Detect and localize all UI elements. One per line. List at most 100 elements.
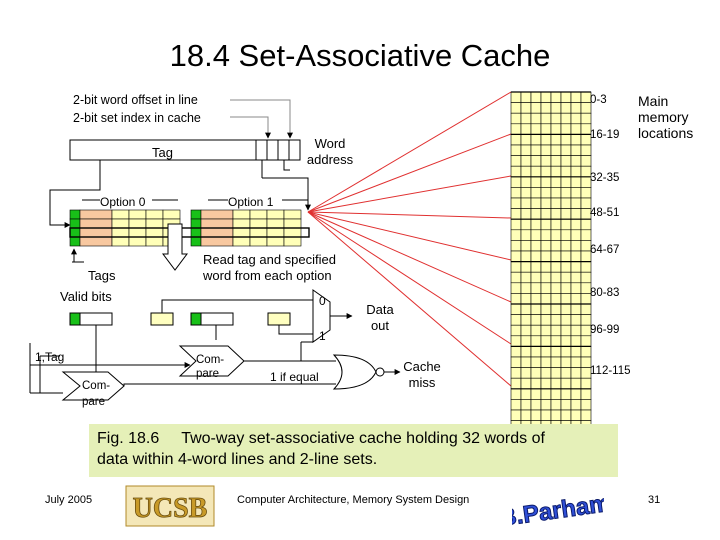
memory-cell [520, 409, 532, 421]
word-offset-label: 2-bit word offset in line [73, 93, 198, 107]
mapping-line [307, 133, 512, 213]
memory-cell [570, 91, 582, 103]
memory-cell [530, 271, 542, 284]
memory-cell [540, 367, 552, 379]
memory-cell [530, 314, 542, 326]
memory-cell [530, 303, 542, 315]
memory-cell [520, 144, 532, 156]
memory-cell [530, 218, 542, 231]
memory-cell [580, 377, 592, 390]
memory-cell [560, 293, 572, 305]
memory-cell [540, 271, 552, 284]
mapping-line [307, 175, 512, 213]
memory-cell [570, 123, 582, 135]
memory-cell [560, 261, 572, 273]
memory-cell [520, 218, 532, 231]
memory-cell [510, 399, 522, 411]
memory-cell [580, 155, 592, 167]
memory-cell [530, 335, 542, 347]
mapping-line [307, 211, 512, 345]
memory-cell [530, 208, 542, 220]
memory-cell [560, 102, 572, 114]
memory-cell [570, 377, 582, 390]
memory-cell [560, 176, 572, 188]
memory-cell [550, 240, 562, 252]
memory-cell [560, 91, 572, 103]
memory-cell [520, 165, 532, 178]
memory-cell [530, 388, 542, 400]
memory-cell [550, 123, 562, 135]
memory-cell [570, 229, 582, 241]
memory-cell [520, 324, 532, 337]
memory-cell [570, 187, 582, 199]
data-out-label-2: out [371, 318, 389, 333]
memory-cell [510, 134, 522, 146]
data-out-label-1: Data [366, 302, 394, 317]
memory-cell [530, 165, 542, 178]
memory-cell [580, 112, 592, 125]
index-wire [262, 177, 311, 211]
memory-cell [510, 112, 522, 125]
memory-cell [550, 102, 562, 114]
memory-cell [570, 197, 582, 209]
memory-cell [510, 250, 522, 262]
memory-cell [540, 176, 552, 188]
readout-option-0 [69, 312, 174, 326]
memory-cell [510, 293, 522, 305]
memory-cell [570, 409, 582, 421]
mapping-line [307, 211, 512, 303]
memory-cell [510, 91, 522, 103]
memory-cell [530, 367, 542, 379]
memory-cell [530, 197, 542, 209]
memory-cell [560, 303, 572, 315]
caption-line-2: data within 4-word lines and 2-line sets… [97, 451, 378, 468]
memory-cell [530, 377, 542, 390]
word-address-register [69, 139, 301, 161]
memory-cell [540, 324, 552, 337]
memory-cell [510, 144, 522, 156]
memory-cell [530, 409, 542, 421]
author-logo: B.Parhami [512, 488, 604, 532]
memory-cell [540, 165, 552, 178]
main-memory-label-2: memory [638, 109, 689, 125]
memory-cell [580, 399, 592, 411]
memory-cell [550, 165, 562, 178]
main-memory-label-1: Main [638, 93, 668, 109]
memory-cell [530, 324, 542, 337]
memory-cell [570, 261, 582, 273]
word-offset-pointer [230, 99, 293, 139]
main-memory-label-3: locations [638, 125, 693, 141]
memory-cell [580, 218, 592, 231]
cache-miss-label-2: miss [409, 375, 436, 390]
memory-cell [540, 91, 552, 103]
memory-cell [550, 261, 562, 273]
memory-cell [550, 155, 562, 167]
memory-cell [580, 409, 592, 421]
caption-line-1: Fig. 18.6 Two-way set-associative cache … [97, 430, 545, 447]
memory-cell [540, 261, 552, 273]
memory-cell [540, 229, 552, 241]
memory-cell [560, 324, 572, 337]
memory-cell [560, 112, 572, 125]
memory-cell [520, 388, 532, 400]
slide-title: 18.4 Set-Associative Cache [169, 38, 551, 73]
memory-cell [560, 356, 572, 368]
memory-cell [560, 335, 572, 347]
memory-cell [520, 377, 532, 390]
memory-cell [510, 388, 522, 400]
memory-cell [570, 176, 582, 188]
memory-cell [510, 324, 522, 337]
memory-cell [580, 187, 592, 199]
memory-cell [530, 282, 542, 294]
memory-cell [510, 187, 522, 199]
memory-cell [570, 324, 582, 337]
ucsb-logo: UCSB [125, 485, 215, 527]
mapping-line [307, 91, 512, 213]
memory-cell [520, 335, 532, 347]
memory-cell [560, 134, 572, 146]
main-memory-grid [510, 91, 592, 432]
address-label: 64-67 [590, 244, 619, 256]
memory-cell [510, 218, 522, 231]
memory-cell [540, 208, 552, 220]
